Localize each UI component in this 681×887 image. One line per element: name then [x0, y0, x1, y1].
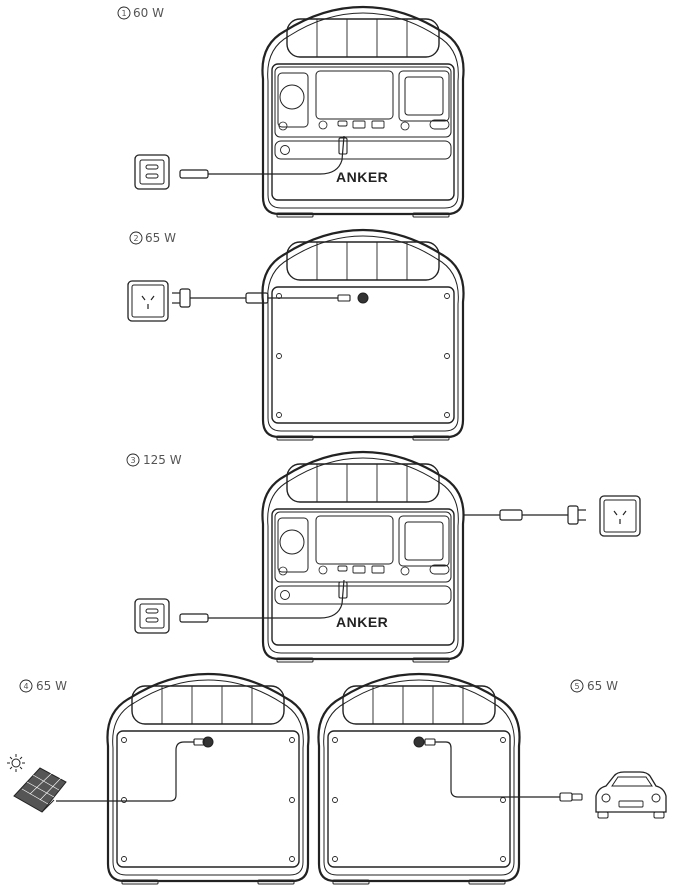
usb-c-cable: [208, 135, 345, 175]
solar-panel-icon: [13, 767, 67, 813]
scenario-5-number: 5: [574, 682, 579, 691]
scenario-3-watts: 125 W: [143, 453, 182, 467]
scenario-5: 5 65 W: [317, 672, 667, 886]
ac-plug-icon: [567, 505, 586, 525]
scenario-3: 3 125 W ANKER: [126, 450, 641, 664]
scenario-1-label: 1 60 W: [117, 6, 164, 20]
scenario-1: 1 60 W ANKER: [117, 5, 465, 219]
sun-icon: [7, 754, 25, 772]
scenario-5-label: 5 65 W: [570, 679, 618, 693]
ac-adapter-brick-icon: [245, 292, 269, 304]
scenario-1-watts: 60 W: [133, 6, 164, 20]
power-station-back-icon: [261, 228, 465, 442]
usb-c-wall-charger-icon: [134, 154, 170, 190]
usb-c-plug-icon: [179, 613, 209, 623]
scenario-4-label: 4 65 W: [19, 679, 67, 693]
brand-logo: ANKER: [336, 169, 388, 185]
car-charger-plug-icon: [559, 792, 583, 802]
scenario-3-number: 3: [130, 456, 135, 465]
scenario-1-number: 1: [121, 9, 126, 18]
scenario-4: 4 65 W: [7, 672, 310, 886]
ac-wall-outlet-icon: [127, 280, 169, 322]
scenario-2-label: 2 65 W: [129, 231, 176, 245]
usb-c-plug-icon: [179, 169, 209, 179]
ac-plug-icon: [172, 288, 191, 308]
scenario-5-watts: 65 W: [587, 679, 618, 693]
scenario-2-watts: 65 W: [145, 231, 176, 245]
ac-wall-outlet-icon: [599, 495, 641, 537]
solar-cable: [56, 741, 194, 802]
power-station-back-icon: [317, 672, 521, 886]
brand-logo: ANKER: [336, 614, 388, 630]
power-station-back-icon: [106, 672, 310, 886]
scenario-2: 2 65 W: [127, 228, 465, 442]
ac-adapter-brick-icon: [499, 509, 523, 521]
scenario-4-watts: 65 W: [36, 679, 67, 693]
power-station-front-icon: [261, 450, 465, 664]
scenario-3-label: 3 125 W: [126, 453, 182, 467]
usb-c-wall-charger-icon: [134, 598, 170, 634]
power-station-front-icon: [261, 5, 465, 219]
scenario-4-number: 4: [23, 682, 28, 691]
scenario-2-number: 2: [133, 234, 138, 243]
car-icon: [595, 771, 667, 819]
usb-c-cable: [208, 579, 345, 619]
car-charger-cable: [435, 741, 560, 798]
